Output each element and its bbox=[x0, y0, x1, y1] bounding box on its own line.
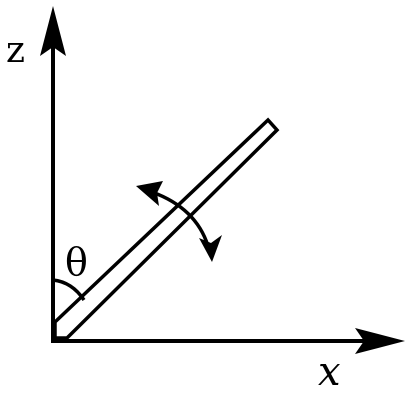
z-axis bbox=[40, 6, 66, 341]
rod-outline bbox=[53, 117, 280, 340]
rotation-arc bbox=[151, 190, 210, 247]
z-axis-arrowhead bbox=[40, 6, 66, 56]
x-axis bbox=[51, 328, 405, 354]
z-axis-label: z bbox=[6, 30, 25, 71]
angle-label: θ bbox=[65, 240, 88, 284]
rotation-arrow bbox=[136, 181, 222, 262]
x-axis-arrowhead bbox=[355, 328, 405, 354]
angle-arc bbox=[52, 278, 86, 301]
rod bbox=[53, 117, 280, 340]
rotation-arrowhead-upper bbox=[136, 181, 163, 206]
rotation-arrowhead-lower bbox=[199, 235, 222, 262]
x-axis-label: x bbox=[318, 349, 341, 395]
